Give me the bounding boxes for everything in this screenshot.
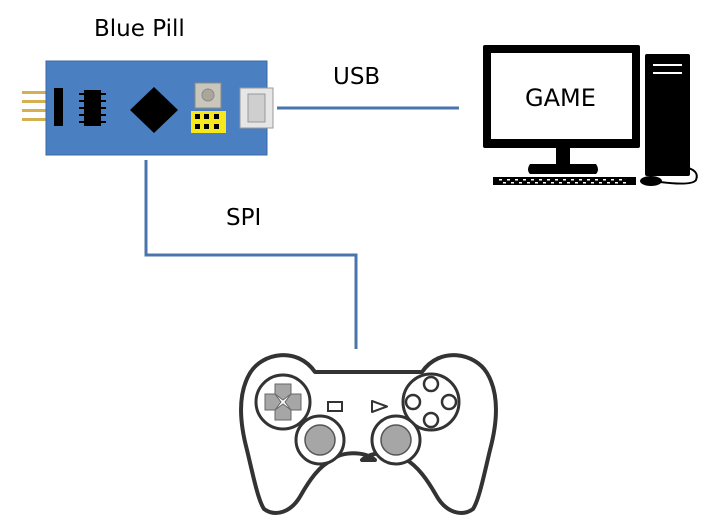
monitor-screen [491, 53, 632, 139]
dpad-ring [254, 373, 312, 431]
select-button-icon [327, 401, 343, 412]
right-stick-icon [370, 414, 422, 466]
header-pins [22, 91, 62, 121]
gamepad-body [239, 353, 498, 515]
board-label: Blue Pill [94, 16, 185, 42]
start-button-icon [371, 400, 388, 413]
action-buttons [404, 375, 458, 429]
mouse [640, 176, 662, 186]
left-stick-icon [294, 414, 346, 466]
wires [144, 106, 459, 349]
screen-label: GAME [525, 84, 596, 112]
action-button-ring [401, 372, 461, 432]
pc-tower [645, 54, 690, 176]
usb-label: USB [333, 64, 381, 90]
spi-label: SPI [226, 205, 262, 231]
pin-header [54, 88, 63, 126]
mouse-cable [659, 166, 698, 185]
computer-icon [483, 45, 698, 186]
mcu-chip [130, 87, 178, 133]
keyboard [493, 177, 636, 185]
dpad-icon [264, 383, 302, 421]
spi-wire [144, 160, 358, 349]
gamepad-icon [239, 353, 498, 515]
blue-pill-board-icon [22, 60, 274, 156]
